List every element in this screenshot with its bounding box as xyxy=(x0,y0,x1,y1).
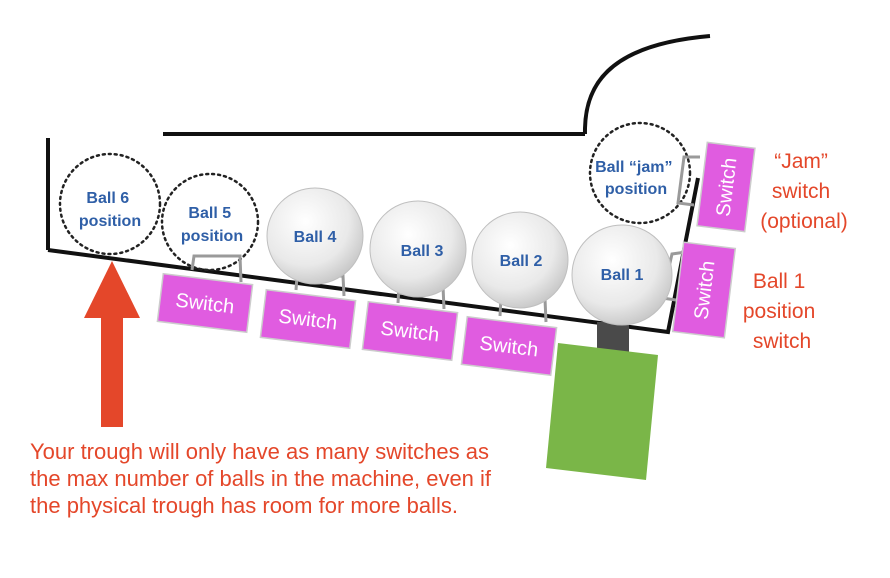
ball-2-label: Ball 2 xyxy=(500,253,543,270)
arrow-up-icon xyxy=(84,261,140,427)
ball-6-position-label: Ball 6 position xyxy=(79,190,141,230)
switch-ball-2: Switch xyxy=(460,315,558,377)
ball-3-circle xyxy=(369,200,467,298)
ball-4-circle xyxy=(266,187,364,285)
ball-3-label: Ball 3 xyxy=(401,243,444,260)
trough-top-curve xyxy=(582,34,711,135)
trough-floor xyxy=(47,177,700,335)
switch-actuator xyxy=(676,155,700,207)
ball-jam-position-circle xyxy=(588,121,692,225)
switch-actuator xyxy=(190,254,243,283)
switch-jam: Switch xyxy=(696,141,756,233)
ball-5-position-label: Ball 5 position xyxy=(181,205,243,245)
ball-1-label: Ball 1 xyxy=(601,267,644,284)
caption: Your trough will only have as many switc… xyxy=(30,439,492,518)
coil-plunger xyxy=(597,322,629,352)
ball-5-position-circle xyxy=(160,172,260,272)
jam-switch-note: “Jam” switch (optional) xyxy=(760,150,848,233)
ball-6-position-circle xyxy=(58,152,162,256)
ball-2-circle xyxy=(471,211,569,309)
switch-ball-5: Switch xyxy=(156,272,254,334)
ball-4-label: Ball 4 xyxy=(294,229,337,246)
switch-ball-3: Switch xyxy=(361,300,459,362)
switch-ball-4: Switch xyxy=(259,288,357,350)
coil xyxy=(546,343,658,480)
ball-1-circle xyxy=(571,224,673,326)
ball1-switch-note: Ball 1 position switch xyxy=(743,270,821,353)
ball-jam-position-label: Ball “jam” position xyxy=(595,159,677,198)
switch-ball-1-position: Switch xyxy=(671,241,737,339)
